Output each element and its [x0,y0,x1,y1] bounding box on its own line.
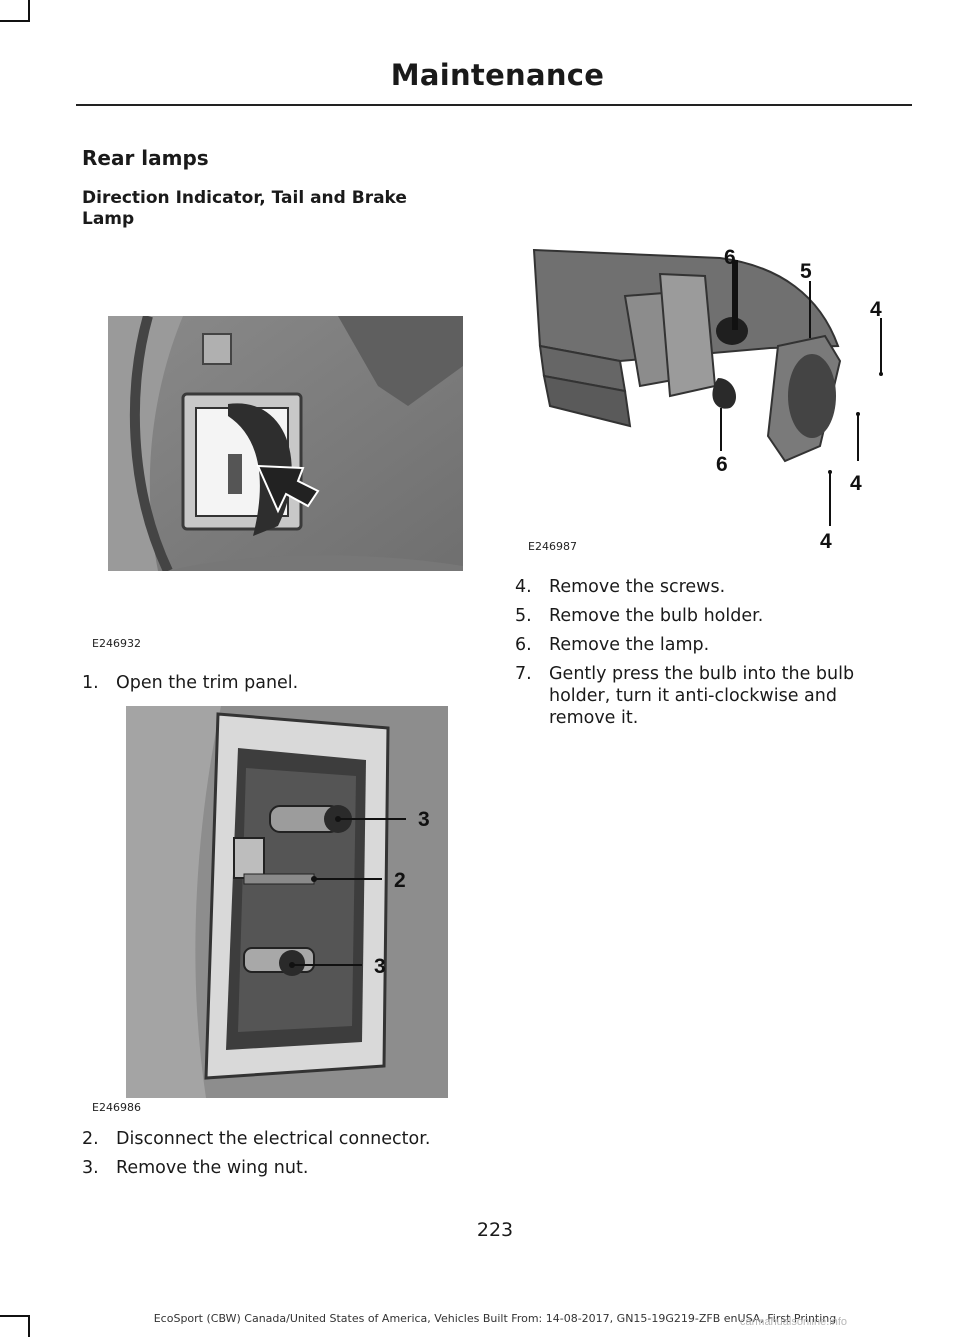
callout-4: 4 [850,472,862,495]
header-rule [76,104,912,106]
step-text-line: Gently press the bulb into the bulb [549,664,855,684]
step-number: 3. [82,1158,99,1178]
section-subtitle: Direction Indicator, Tail and Brake Lamp [82,188,407,229]
crop-mark [28,1315,30,1337]
page-number: 223 [476,1219,514,1241]
step-text: Disconnect the electrical connector. [116,1129,431,1149]
step-number: 5. [515,606,532,626]
step-text-line: remove it. [549,708,639,728]
callout-4: 4 [820,530,832,553]
step-text: Remove the bulb holder. [549,606,764,626]
figure-code: E246932 [92,637,141,650]
crop-mark [28,0,30,22]
step-number: 1. [82,673,99,693]
callout-5: 5 [800,260,812,283]
step-number: 4. [515,577,532,597]
figure-connector: 3 2 3 [126,706,448,1098]
crop-mark [0,20,30,22]
step-text: Gently press the bulb into the bulb hold… [549,663,909,729]
step-text: Remove the screws. [549,577,726,597]
page-header-title: Maintenance [390,58,605,92]
callout-6: 6 [716,453,728,476]
figure-lamp-exploded: 6 5 4 4 6 4 [520,236,900,556]
crop-mark [0,1315,30,1317]
step-number: 2. [82,1129,99,1149]
step-number: 6. [515,635,532,655]
step-text: Remove the wing nut. [116,1158,309,1178]
callout-3: 3 [418,808,430,831]
figure-code: E246986 [92,1101,141,1114]
callout-6: 6 [724,246,736,269]
step-number: 7. [515,664,532,684]
callout-4: 4 [870,298,882,321]
section-title: Rear lamps [82,146,209,170]
figure-code: E246987 [528,540,577,553]
footer-text: EcoSport (CBW) Canada/United States of A… [153,1312,837,1325]
figure-trim-panel [108,316,463,571]
callout-2: 2 [394,869,406,892]
step-text: Open the trim panel. [116,673,299,693]
step-text-line: holder, turn it anti-clockwise and [549,686,837,706]
step-text: Remove the lamp. [549,635,710,655]
watermark: carmanualsonline.info [740,1316,848,1328]
arrow-icon [256,464,320,514]
callout-3: 3 [374,955,386,978]
